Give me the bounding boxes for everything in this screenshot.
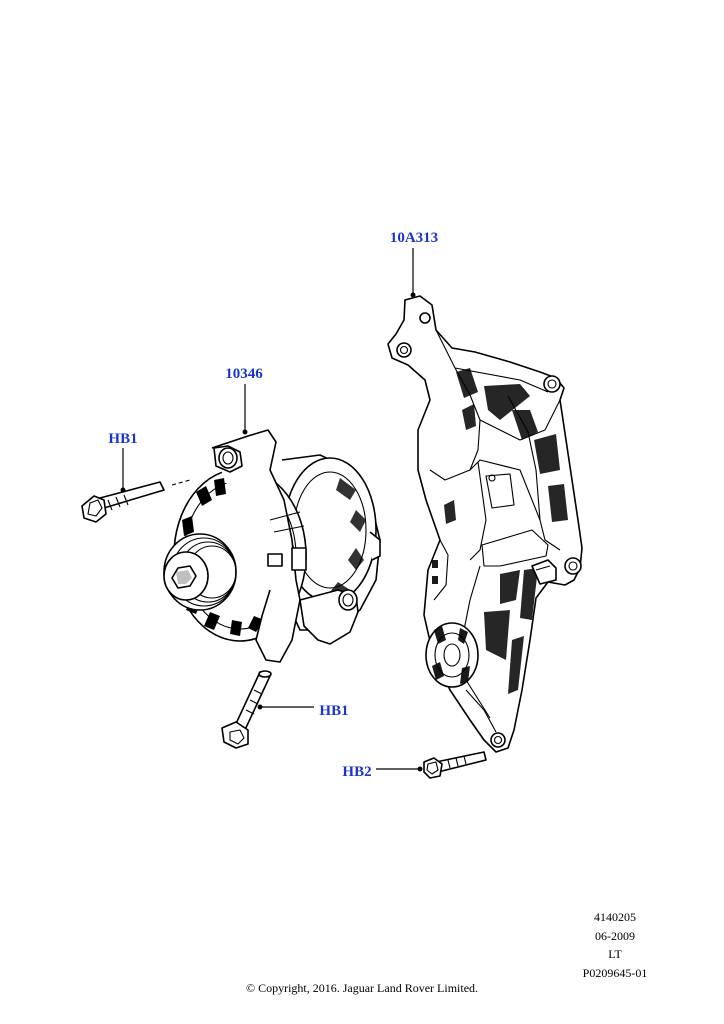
alternator-pulley <box>163 533 237 611</box>
illustration-info: 4140205 06-2009 LT P0209645-01 <box>560 908 670 982</box>
bolt-bracket[interactable] <box>423 751 487 779</box>
illustration-number: 4140205 <box>594 910 636 924</box>
bolt-lower[interactable] <box>221 670 272 749</box>
callout-bolt-bracket[interactable]: HB2 <box>342 764 371 780</box>
alternator[interactable] <box>163 429 381 663</box>
illustration-code: LT <box>608 947 622 961</box>
callout-bracket[interactable]: 10A313 <box>390 230 438 246</box>
illustration-date: 06-2009 <box>595 928 635 943</box>
part-reference: P0209645-01 <box>582 965 648 980</box>
callout-bolt-upper[interactable]: HB1 <box>108 431 137 447</box>
mounting-bracket[interactable] <box>387 295 583 753</box>
callout-bolt-lower[interactable]: HB1 <box>319 703 348 719</box>
copyright-notice: © Copyright, 2016. Jaguar Land Rover Lim… <box>245 981 479 995</box>
callout-alternator[interactable]: 10346 <box>225 366 263 382</box>
bolt-upper[interactable] <box>81 479 191 523</box>
callout-leaders <box>120 248 423 772</box>
